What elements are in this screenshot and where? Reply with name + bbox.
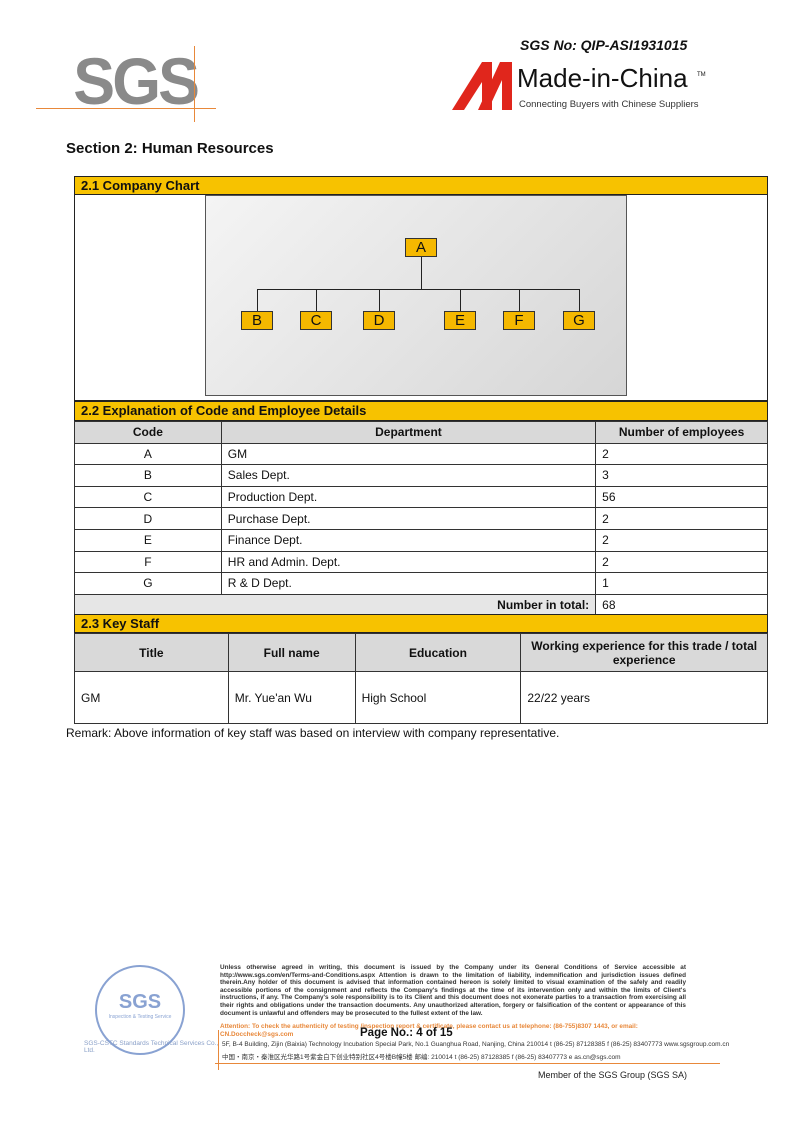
attention-text: Attention: To check the authenticity of …: [220, 1023, 638, 1038]
logo-rule: [194, 46, 195, 122]
legal-text: Unless otherwise agreed in writing, this…: [220, 964, 686, 1017]
org-node-b: B: [241, 311, 273, 330]
code: A: [74, 442, 222, 466]
department: Finance Dept.: [220, 528, 597, 552]
section-title: Section 2: Human Resources: [66, 140, 274, 157]
org-node-f: F: [503, 311, 535, 330]
member-text: Member of the SGS Group (SGS SA): [538, 1070, 688, 1080]
code: E: [74, 528, 222, 552]
code: B: [74, 464, 222, 487]
department: GM: [220, 442, 597, 466]
page-number: Page No.: 4 of 15: [360, 1027, 453, 1039]
employee-count: 3: [595, 464, 768, 487]
company-chart-frame: [74, 195, 768, 401]
column-header: Code: [74, 421, 222, 444]
employee-count: 1: [595, 572, 768, 595]
column-header: Number of employees: [595, 421, 768, 444]
company-chart-header: 2.1 Company Chart: [74, 176, 768, 195]
code: F: [74, 550, 222, 574]
department: R & D Dept.: [220, 572, 597, 595]
employee-count: 56: [595, 485, 768, 509]
department: Purchase Dept.: [220, 507, 597, 530]
footer-rule: [218, 1030, 219, 1070]
key-staff-table: Title Full name Education Working experi…: [74, 633, 768, 724]
trademark: TM: [697, 72, 706, 78]
org-node-e: E: [444, 311, 476, 330]
department: Sales Dept.: [220, 464, 597, 487]
org-node-d: D: [363, 311, 395, 330]
logo-rule: [36, 108, 216, 109]
made-in-china-logo: Made-in-China: [517, 63, 688, 93]
key-staff-header: 2.3 Key Staff: [74, 614, 768, 633]
department: HR and Admin. Dept.: [220, 550, 597, 574]
sgs-number: SGS No: QIP-ASI1931015: [520, 37, 688, 53]
department: Production Dept.: [220, 485, 597, 509]
total-value: 68: [595, 593, 768, 617]
table-row: GM Mr. Yue'an Wu High School 22/22 years: [74, 671, 768, 724]
staff-experience: 22/22 years: [520, 671, 768, 724]
stamp-subtext: Inspection & Testing Service: [108, 1014, 172, 1020]
employee-count: 2: [595, 442, 768, 466]
column-header: Working experience for this trade / tota…: [520, 633, 768, 672]
table-header-row: Code Department Number of employees: [74, 421, 768, 444]
employee-count: 2: [595, 528, 768, 552]
sgs-stamp: SGS Inspection & Testing Service: [95, 965, 185, 1055]
staff-education: High School: [354, 671, 522, 724]
employee-count: 2: [595, 550, 768, 574]
sgs-logo: SGS: [73, 44, 200, 118]
mic-tagline: Connecting Buyers with Chinese Suppliers: [519, 99, 699, 110]
column-header: Department: [220, 421, 597, 444]
code: D: [74, 507, 222, 530]
stamp-text: SGS: [118, 991, 162, 1013]
total-row: Number in total: 68: [73, 593, 768, 617]
address-cn: 中国・南京・秦淮区光华路1号紫金白下创业特别社区4号楼B幢5楼 邮编: 2100…: [222, 1054, 621, 1061]
column-header: Title: [74, 633, 229, 672]
footer-rule: [215, 1063, 720, 1064]
total-label: Number in total:: [73, 593, 597, 617]
address-en: 5F, B-4 Building, Zijin (Baixia) Technol…: [222, 1041, 730, 1048]
staff-name: Mr. Yue'an Wu: [227, 671, 356, 724]
company-name: SGS-CSTC Standards Technical Services Co…: [84, 1040, 219, 1054]
staff-title: GM: [74, 671, 229, 724]
employee-details-header: 2.2 Explanation of Code and Employee Det…: [74, 401, 768, 421]
org-node-g: G: [563, 311, 595, 330]
column-header: Education: [354, 633, 522, 672]
remark: Remark: Above information of key staff w…: [66, 726, 560, 740]
made-in-china-logo-icon: [452, 62, 512, 110]
code: C: [74, 485, 222, 509]
org-node-a: A: [405, 238, 437, 257]
column-header: Full name: [227, 633, 356, 672]
table-header-row: Title Full name Education Working experi…: [74, 633, 768, 672]
employee-count: 2: [595, 507, 768, 530]
code: G: [74, 572, 222, 595]
org-chart: A B C D E F G: [205, 195, 627, 396]
org-node-c: C: [300, 311, 332, 330]
